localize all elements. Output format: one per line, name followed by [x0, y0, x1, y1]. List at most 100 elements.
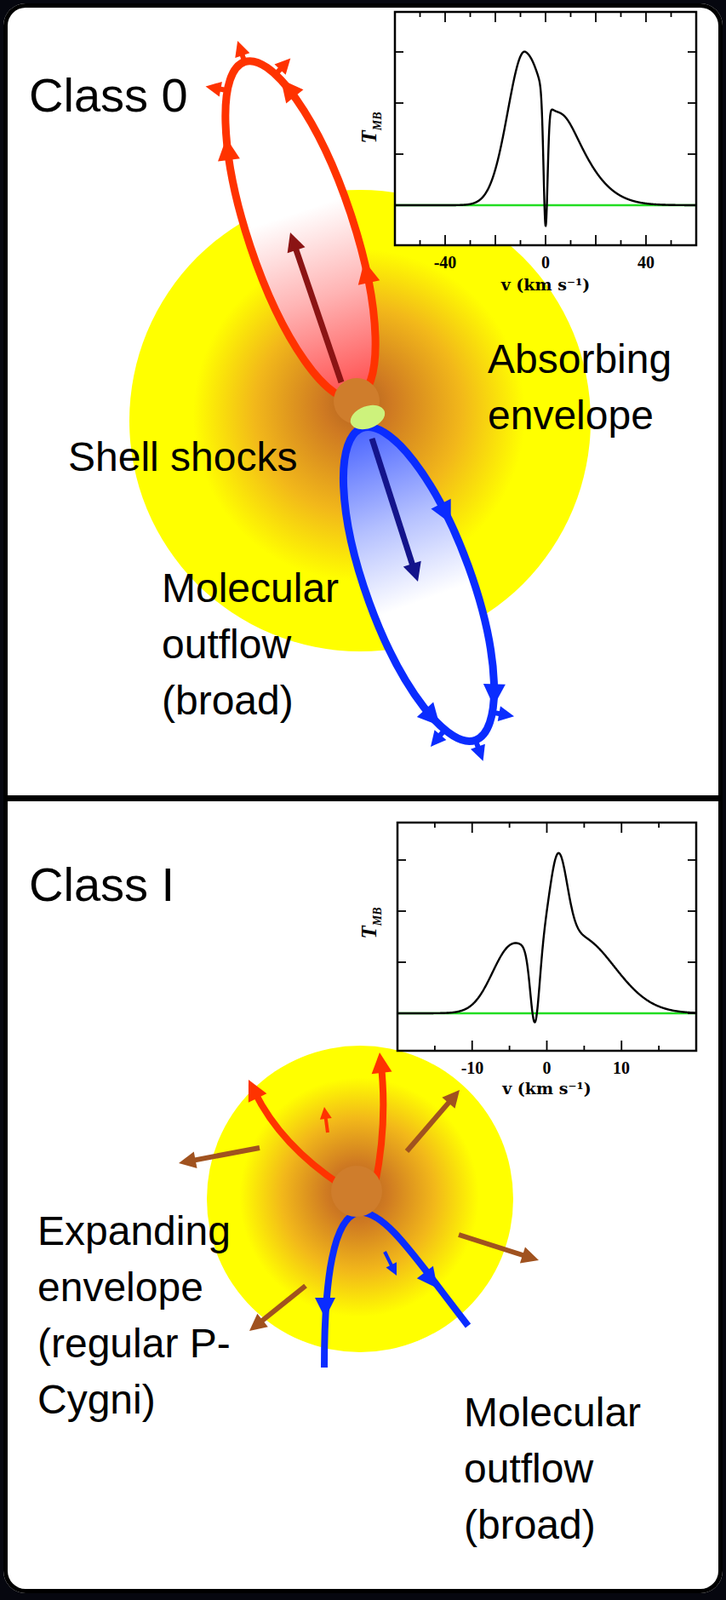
arrowhead: [417, 1265, 438, 1288]
arrowhead: [278, 73, 306, 103]
axis-tick: [546, 1040, 549, 1051]
arrowhead: [248, 1079, 268, 1103]
flow-arrow: [458, 1234, 528, 1257]
axis-tick: [687, 102, 697, 104]
axis-title-letter: T: [357, 130, 382, 143]
tick-label: -40: [434, 251, 458, 273]
axis-tick: [444, 11, 446, 23]
axis-tick: [394, 204, 404, 206]
arrowhead: [429, 498, 459, 529]
axis-tick: [544, 11, 547, 23]
blue-lobe: [312, 407, 539, 779]
arrowhead: [413, 702, 442, 732]
axis-title-subscript: MB: [371, 111, 385, 131]
axis-tick: [397, 909, 406, 912]
region-label: Absorbing envelope: [487, 331, 711, 444]
region-label: Expanding envelope (regular P-Cygni): [37, 1202, 252, 1428]
class-panel: Class I: [3, 800, 723, 1593]
axis-tick: [494, 11, 497, 23]
lobe-outline: [194, 45, 407, 415]
region-label: Shell shocks: [68, 428, 298, 486]
axis-title: TMB: [357, 111, 382, 143]
arrowhead: [230, 38, 251, 58]
plot-ground: [394, 11, 697, 246]
axis-tick: [397, 960, 406, 963]
tick-label: 0: [541, 251, 550, 273]
arrowhead: [520, 1246, 539, 1263]
protostar: [331, 1165, 383, 1217]
axis-tick: [594, 11, 597, 23]
outflow-wall: [375, 1065, 384, 1184]
axis-tick: [471, 1040, 474, 1051]
arrowhead: [371, 1051, 393, 1074]
tick-label: 0: [543, 1057, 552, 1078]
axis-label: v (km s⁻¹): [501, 274, 591, 295]
axis-tick: [687, 960, 697, 963]
arrowhead: [385, 1261, 397, 1275]
tick-label: 10: [612, 1057, 630, 1078]
arrowhead: [274, 57, 295, 77]
expanding-envelope: [206, 1045, 514, 1352]
axis-title-subscript: MB: [371, 906, 385, 926]
arrowhead: [470, 743, 491, 764]
plot-frame: [394, 11, 697, 246]
region-label: Molecular outflow (broad): [463, 1383, 669, 1553]
axis-tick: [687, 909, 697, 912]
axis-tick: [645, 11, 647, 23]
flow-arrow: [258, 1285, 306, 1323]
axis-tick: [546, 822, 549, 833]
plot-frame: [397, 822, 697, 1051]
axis-tick: [687, 1011, 697, 1014]
axis-tick: [471, 822, 474, 833]
arrowhead: [403, 560, 422, 582]
plot-ground: [397, 822, 697, 1051]
flow-arrow: [371, 438, 414, 569]
axis-title-letter: T: [357, 925, 382, 938]
arrowhead: [178, 1150, 198, 1168]
axis-tick: [620, 1040, 623, 1051]
arrowhead: [441, 1089, 460, 1109]
arrowhead: [351, 257, 380, 287]
line-profile: [397, 852, 697, 1023]
axis-tick: [397, 858, 406, 861]
protostar-core: [287, 232, 422, 582]
flow-arrow: [294, 245, 342, 383]
arrowhead: [320, 1106, 332, 1120]
arrowhead: [314, 1297, 336, 1318]
panel-title: Class I: [28, 857, 175, 912]
outflow-wall: [324, 1211, 469, 1367]
axis-tick: [620, 822, 623, 833]
axis-tick: [594, 234, 597, 246]
axis-tick: [645, 234, 647, 246]
axis-tick: [687, 153, 697, 155]
arrowhead: [249, 1313, 269, 1331]
axis-tick: [687, 204, 697, 206]
axis-title: TMB: [357, 906, 382, 938]
outflow-wall: [254, 1091, 342, 1185]
axis-tick: [544, 234, 547, 246]
line-profile: [394, 51, 697, 226]
shell-shock-patch: [347, 400, 389, 435]
flow-arrow: [406, 1098, 452, 1151]
axis-tick: [494, 234, 497, 246]
axis-tick: [687, 858, 697, 861]
arrowhead: [492, 702, 515, 722]
arrowhead: [483, 676, 512, 707]
panel-ground: [3, 3, 723, 1593]
axis-tick: [687, 51, 697, 53]
spectrum-plot: [397, 822, 697, 1051]
red-lobe: [183, 22, 413, 416]
lobe-outline: [312, 410, 526, 759]
spectrum-plot: [394, 11, 697, 246]
arrowhead: [211, 136, 241, 166]
panel-title: Class 0: [28, 68, 189, 123]
axis-tick: [394, 102, 404, 104]
arrowhead: [287, 232, 306, 253]
axis-tick: [394, 153, 404, 155]
tick-label: 40: [637, 251, 655, 273]
axis-tick: [444, 234, 446, 246]
tick-label: -10: [461, 1057, 485, 1078]
class-one-outflow: [178, 1051, 539, 1367]
axis-tick: [394, 51, 404, 53]
arrowhead: [205, 80, 227, 100]
